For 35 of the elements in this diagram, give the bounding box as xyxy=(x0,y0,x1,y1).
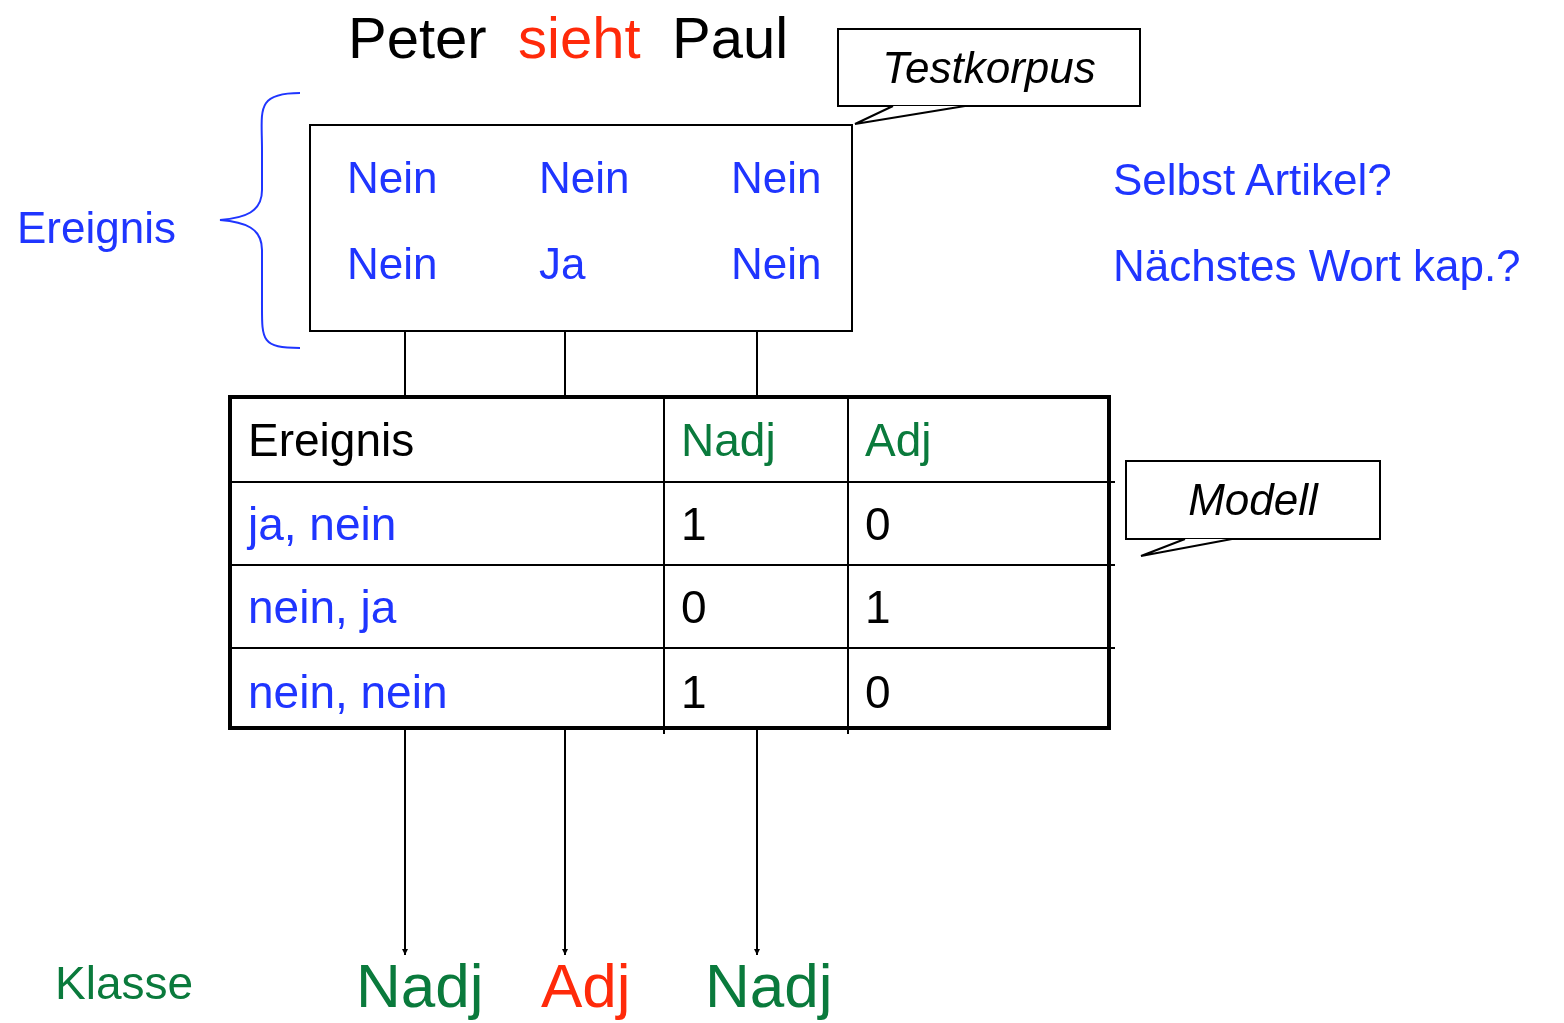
feature-value: Nein xyxy=(539,156,630,200)
feature-value: Nein xyxy=(731,242,822,286)
arrow xyxy=(402,729,408,956)
table-cell: Ereignis xyxy=(232,399,665,483)
title-word: sieht xyxy=(518,4,641,72)
feature-value: Nein xyxy=(347,242,438,286)
side-label: Klasse xyxy=(55,956,194,1011)
table-cell: 0 xyxy=(849,483,1115,566)
feature-value: Nein xyxy=(347,156,438,200)
class-label: Nadj xyxy=(705,955,839,1023)
arrow xyxy=(754,729,760,956)
connector-line xyxy=(564,331,566,396)
side-label: Nächstes Wort kap.? xyxy=(1113,240,1521,292)
class-label: Nadj xyxy=(356,955,490,1023)
table-cell: 1 xyxy=(665,483,849,566)
table-cell: 1 xyxy=(665,649,849,734)
side-label: Ereignis xyxy=(17,202,176,254)
table-cell: nein, nein xyxy=(232,649,665,734)
table-cell: nein, ja xyxy=(232,566,665,649)
table-cell: ja, nein xyxy=(232,483,665,566)
feature-box xyxy=(309,124,853,332)
feature-value: Ja xyxy=(539,242,586,286)
connector-line xyxy=(404,331,406,396)
connector-line xyxy=(756,331,758,396)
table-cell: Adj xyxy=(849,399,1115,483)
class-label: Adj xyxy=(541,955,637,1023)
arrow xyxy=(562,729,568,956)
feature-value: Nein xyxy=(731,156,822,200)
title-word: Paul xyxy=(672,4,789,72)
table-cell: Nadj xyxy=(665,399,849,483)
table-cell-text: 0 xyxy=(864,664,892,720)
title-word: Peter xyxy=(348,4,487,72)
side-label: Selbst Artikel? xyxy=(1113,154,1392,206)
table-cell: 0 xyxy=(665,566,849,649)
table-cell: 1 xyxy=(849,566,1115,649)
